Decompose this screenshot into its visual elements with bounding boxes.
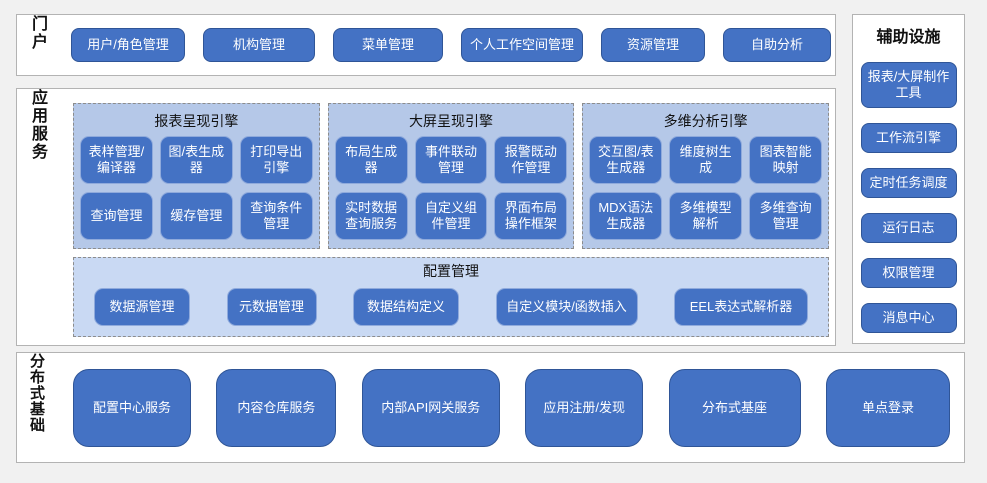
engine-panel-title: 大屏呈现引擎 xyxy=(409,113,493,129)
config-button-custom-module[interactable]: 自定义模块/函数插入 xyxy=(495,288,638,326)
engine-button[interactable]: 打印导出引擎 xyxy=(239,136,313,184)
aux-button-permission[interactable]: 权限管理 xyxy=(860,258,957,288)
dist-button-config-center[interactable]: 配置中心服务 xyxy=(73,369,191,447)
distributed-label: 分布式基础 xyxy=(28,353,45,433)
engine-panels-row: 报表呈现引擎 表样管理/编译器 图/表生成器 打印导出引擎 查询管理 缓存管理 … xyxy=(73,103,830,249)
distributed-section: 分布式基础 配置中心服务 内容仓库服务 内部API网关服务 应用注册/发现 分布… xyxy=(16,352,965,463)
engine-button-grid: 布局生成器 事件联动管理 报警既动作管理 实时数据查询服务 自定义组件管理 界面… xyxy=(334,136,568,240)
config-button-metadata[interactable]: 元数据管理 xyxy=(226,288,317,326)
engine-button[interactable]: 缓存管理 xyxy=(159,192,233,240)
engine-button-grid: 交互图/表生成器 维度树生成 图表智能映射 MDX语法生成器 多维模型解析 多维… xyxy=(589,136,823,240)
aux-button-runlog[interactable]: 运行日志 xyxy=(860,213,957,243)
dist-button-app-registry[interactable]: 应用注册/发现 xyxy=(525,369,644,447)
portal-button-menu[interactable]: 菜单管理 xyxy=(333,28,443,62)
aux-button-scheduler[interactable]: 定时任务调度 xyxy=(860,168,957,198)
engine-button[interactable]: 表样管理/编译器 xyxy=(80,136,153,184)
portal-button-row: 用户/角色管理 机构管理 菜单管理 个人工作空间管理 资源管理 自助分析 xyxy=(71,28,831,62)
config-button-row: 数据源管理 元数据管理 数据结构定义 自定义模块/函数插入 EEL表达式解析器 xyxy=(94,288,808,326)
aux-button-workflow[interactable]: 工作流引擎 xyxy=(860,123,957,153)
config-button-datasource[interactable]: 数据源管理 xyxy=(94,288,190,326)
portal-label: 门户 xyxy=(29,15,46,51)
engine-button[interactable]: MDX语法生成器 xyxy=(589,192,663,240)
engine-button[interactable]: 查询管理 xyxy=(80,192,153,240)
aux-button-message-center[interactable]: 消息中心 xyxy=(860,303,957,333)
portal-button-workspace[interactable]: 个人工作空间管理 xyxy=(461,28,583,62)
config-panel: 配置管理 数据源管理 元数据管理 数据结构定义 自定义模块/函数插入 EEL表达… xyxy=(73,257,829,337)
engine-button[interactable]: 多维查询管理 xyxy=(749,192,823,240)
engine-button[interactable]: 自定义组件管理 xyxy=(414,192,488,240)
app-services-section: 应用服务 报表呈现引擎 表样管理/编译器 图/表生成器 打印导出引擎 查询管理 … xyxy=(16,88,836,346)
engine-panel-bigscreen: 大屏呈现引擎 布局生成器 事件联动管理 报警既动作管理 实时数据查询服务 自定义… xyxy=(327,103,575,249)
config-panel-title: 配置管理 xyxy=(423,263,479,279)
app-services-label: 应用服务 xyxy=(29,89,46,161)
engine-button[interactable]: 实时数据查询服务 xyxy=(334,192,408,240)
config-button-eel-parser[interactable]: EEL表达式解析器 xyxy=(674,288,808,326)
engine-button[interactable]: 维度树生成 xyxy=(669,136,743,184)
engine-button[interactable]: 图表智能映射 xyxy=(749,136,823,184)
engine-button[interactable]: 事件联动管理 xyxy=(414,136,488,184)
engine-button[interactable]: 多维模型解析 xyxy=(669,192,743,240)
portal-button-selfservice[interactable]: 自助分析 xyxy=(723,28,831,62)
auxiliary-column: 辅助设施 报表/大屏制作工具 工作流引擎 定时任务调度 运行日志 权限管理 消息… xyxy=(853,23,964,333)
portal-button-resource[interactable]: 资源管理 xyxy=(601,28,705,62)
engine-button[interactable]: 界面布局操作框架 xyxy=(494,192,568,240)
aux-button-report-tool[interactable]: 报表/大屏制作工具 xyxy=(860,62,957,108)
dist-button-sso[interactable]: 单点登录 xyxy=(825,369,950,447)
engine-button[interactable]: 报警既动作管理 xyxy=(494,136,568,184)
portal-section: 门户 用户/角色管理 机构管理 菜单管理 个人工作空间管理 资源管理 自助分析 xyxy=(16,14,836,76)
dist-button-distributed-base[interactable]: 分布式基座 xyxy=(668,369,801,447)
auxiliary-section: 辅助设施 报表/大屏制作工具 工作流引擎 定时任务调度 运行日志 权限管理 消息… xyxy=(852,14,965,344)
engine-button[interactable]: 交互图/表生成器 xyxy=(589,136,663,184)
dist-button-content-repo[interactable]: 内容仓库服务 xyxy=(216,369,337,447)
engine-panel-title: 报表呈现引擎 xyxy=(154,113,239,129)
engine-button[interactable]: 图/表生成器 xyxy=(159,136,233,184)
engine-button[interactable]: 查询条件管理 xyxy=(239,192,313,240)
distributed-button-row: 配置中心服务 内容仓库服务 内部API网关服务 应用注册/发现 分布式基座 单点… xyxy=(73,369,950,447)
config-button-schema[interactable]: 数据结构定义 xyxy=(353,288,459,326)
engine-panel-title: 多维分析引擎 xyxy=(663,113,748,129)
portal-button-user-role[interactable]: 用户/角色管理 xyxy=(71,28,185,62)
engine-button[interactable]: 布局生成器 xyxy=(334,136,408,184)
engine-panel-report: 报表呈现引擎 表样管理/编译器 图/表生成器 打印导出引擎 查询管理 缓存管理 … xyxy=(73,103,320,249)
auxiliary-title: 辅助设施 xyxy=(876,29,941,46)
dist-button-api-gateway[interactable]: 内部API网关服务 xyxy=(361,369,500,447)
portal-button-org[interactable]: 机构管理 xyxy=(203,28,315,62)
engine-panel-olap: 多维分析引擎 交互图/表生成器 维度树生成 图表智能映射 MDX语法生成器 多维… xyxy=(582,103,830,249)
engine-button-grid: 表样管理/编译器 图/表生成器 打印导出引擎 查询管理 缓存管理 查询条件管理 xyxy=(80,136,313,240)
